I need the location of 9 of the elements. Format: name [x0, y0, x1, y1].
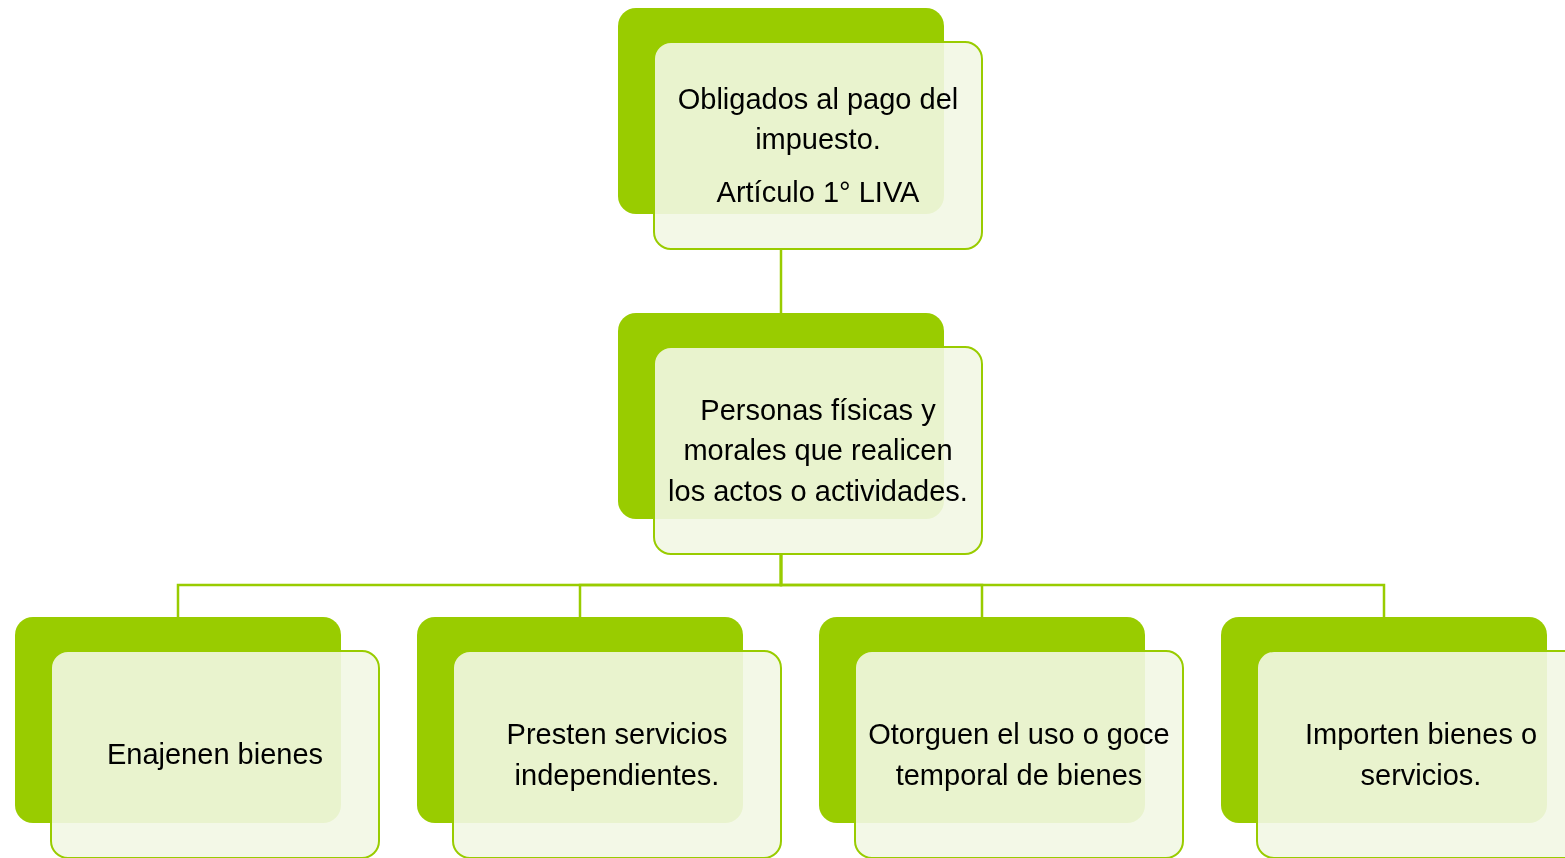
connector-line — [779, 250, 783, 313]
card-text: Importen bienes o servicios. — [1303, 716, 1539, 793]
card-text: Artículo 1° LIVA — [716, 174, 920, 210]
card-text: Presten servicios independientes. — [505, 716, 729, 793]
card-text: Otorguen el uso o goce temporal de bienes — [867, 716, 1171, 793]
connector-line — [779, 555, 1386, 617]
card-text: Obligados al pago del impuesto. — [676, 81, 960, 158]
card-text: Enajenen bienes — [106, 737, 324, 773]
card-text: Personas físicas y morales que realicen los actos o actividades. — [667, 392, 969, 509]
